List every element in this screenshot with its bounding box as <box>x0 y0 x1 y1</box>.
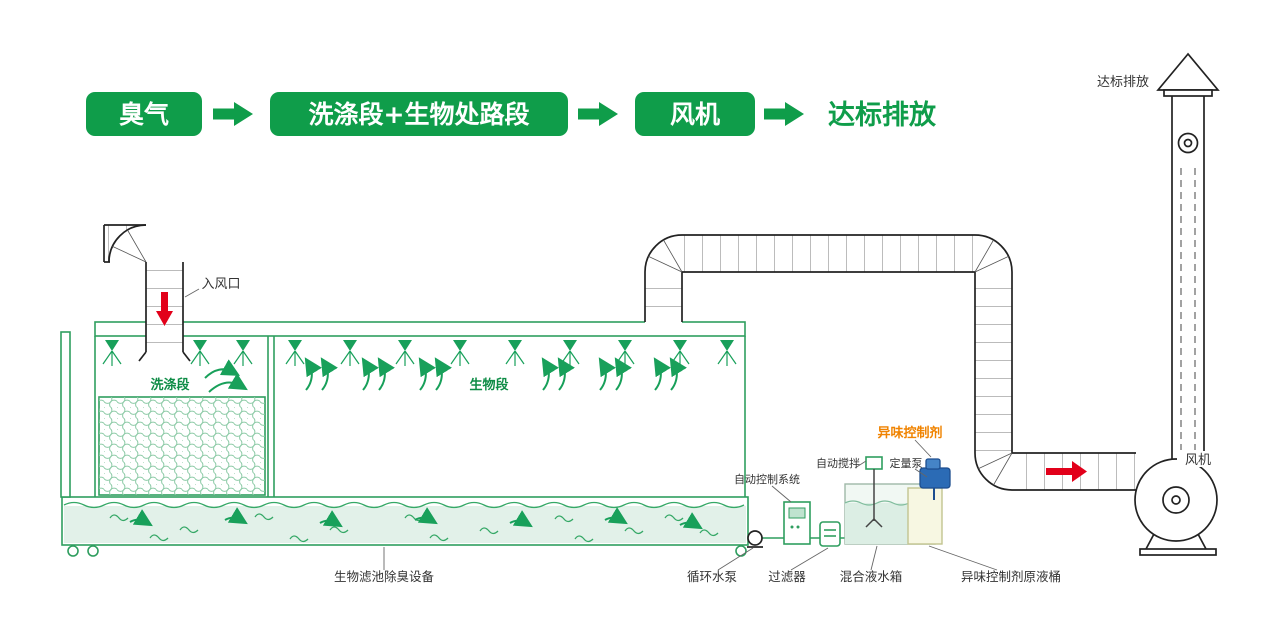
water-surface-line <box>63 501 745 509</box>
flow-step-odor-label: 臭气 <box>119 100 169 129</box>
bottom-captions: 生物滤池除臭设备 循环水泵 过滤器 混合液水箱 异味控制剂原液桶 <box>334 545 1061 584</box>
auto-control-label: 自动控制系统 <box>734 472 800 486</box>
fan-hub <box>1162 486 1190 514</box>
inlet-label: 入风口 <box>201 277 240 292</box>
stirrer-motor <box>865 456 883 470</box>
exhaust-stack: 达标排放 <box>1097 52 1220 460</box>
inlet-leader-line <box>184 288 200 298</box>
flow-result-label: 达标排放 <box>828 99 937 131</box>
equipment-caption: 生物滤池除臭设备 <box>334 569 435 584</box>
washing-section-label: 洗涤段 <box>150 377 189 393</box>
bio-section-label: 生物段 <box>469 377 508 393</box>
flow-arrow-icon <box>764 102 804 126</box>
dosing-equipment: 自动控制系统 自动搅拌 定量泵 异味控制剂 <box>734 425 951 548</box>
bio-filter-tank: 洗涤段 生物段 <box>60 321 749 557</box>
wash-flow-arrow-icon <box>204 359 240 379</box>
auto-stir-label: 自动搅拌 <box>816 456 860 470</box>
mixed-tank-caption: 混合液水箱 <box>840 569 903 584</box>
caster-wheel-icon <box>735 545 747 557</box>
metering-pump-icon <box>919 467 951 489</box>
stack-rain-cap-icon <box>1156 52 1220 91</box>
exhaust-fan: 风机 <box>1134 451 1219 556</box>
caster-wheel-icon <box>67 545 79 557</box>
stack-port-icon <box>1177 132 1199 154</box>
cabinet-screen <box>788 507 806 519</box>
flow-step-fan <box>635 92 755 136</box>
duct-flow-arrow-icon <box>1046 461 1087 482</box>
fan-base <box>1139 548 1217 556</box>
flow-step-treatment <box>270 92 568 136</box>
wash-flow-arrow-icon <box>208 373 248 393</box>
odor-agent-label: 异味控制剂 <box>877 425 942 441</box>
process-flowchart: 臭气 洗涤段+生物处路段 风机 达标排放 <box>86 92 937 136</box>
inlet-down-arrow-icon <box>156 292 173 326</box>
flow-arrow-icon <box>213 102 253 126</box>
flow-arrow-icon <box>578 102 618 126</box>
circulating-pump-icon <box>747 530 763 546</box>
fan-shaft <box>1171 495 1181 505</box>
agent-barrel <box>907 487 943 545</box>
filter-caption: 过滤器 <box>768 569 806 584</box>
flow-step-fan-label: 风机 <box>670 100 720 129</box>
packing-media-pattern <box>99 397 265 495</box>
stirrer-blades-icon <box>865 517 883 528</box>
circulating-pump-caption: 循环水泵 <box>687 569 737 584</box>
tank-top-frame <box>94 321 746 337</box>
stack-cap-plate <box>1163 89 1213 97</box>
spray-nozzle-icons <box>102 339 737 367</box>
air-inlet-duct: 入风口 <box>103 224 241 362</box>
caster-wheel-icon <box>87 545 99 557</box>
metering-pump-label: 定量泵 <box>890 456 923 470</box>
flow-step-treatment-label: 洗涤段+生物处路段 <box>309 100 530 129</box>
control-leader-line <box>771 485 792 503</box>
outlet-duct <box>644 234 1136 491</box>
filter-unit <box>819 521 841 547</box>
flow-step-odor <box>86 92 202 136</box>
stack-port-center <box>1183 138 1193 148</box>
stack-emission-label: 达标排放 <box>1097 75 1149 90</box>
fan-label: 风机 <box>1185 453 1211 468</box>
fan-housing <box>1134 458 1218 542</box>
basin-water <box>64 506 746 543</box>
agent-barrel-caption: 异味控制剂原液桶 <box>961 569 1061 584</box>
left-return-pipe <box>60 331 71 498</box>
